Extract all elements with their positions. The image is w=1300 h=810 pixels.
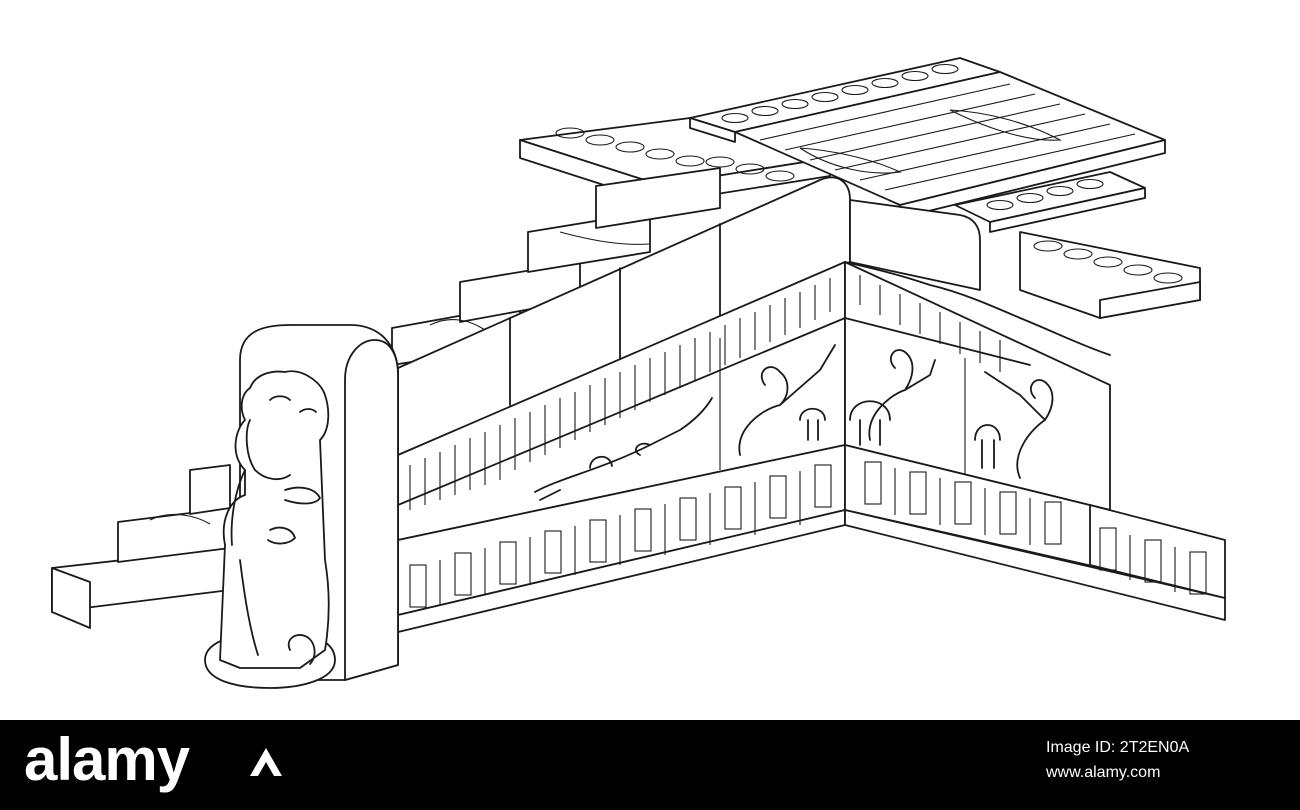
stair-steps <box>51 167 721 629</box>
site-url-label: www.alamy.com <box>1046 764 1161 781</box>
alamy-logo-mark-icon <box>250 748 282 776</box>
sloped-parapet <box>397 176 981 456</box>
ceiling-panel-right <box>734 71 1166 219</box>
relief-band <box>397 261 1111 541</box>
line-drawing-staircase-illustration <box>51 57 1226 689</box>
alamy-logo: alamy <box>24 726 190 793</box>
base-frieze <box>397 444 1226 633</box>
footer-bar <box>0 720 1300 810</box>
roof-slab-right <box>954 171 1201 319</box>
image-id-label: Image ID: 2T2EN0A <box>1046 739 1190 756</box>
lion-statue <box>204 370 336 689</box>
